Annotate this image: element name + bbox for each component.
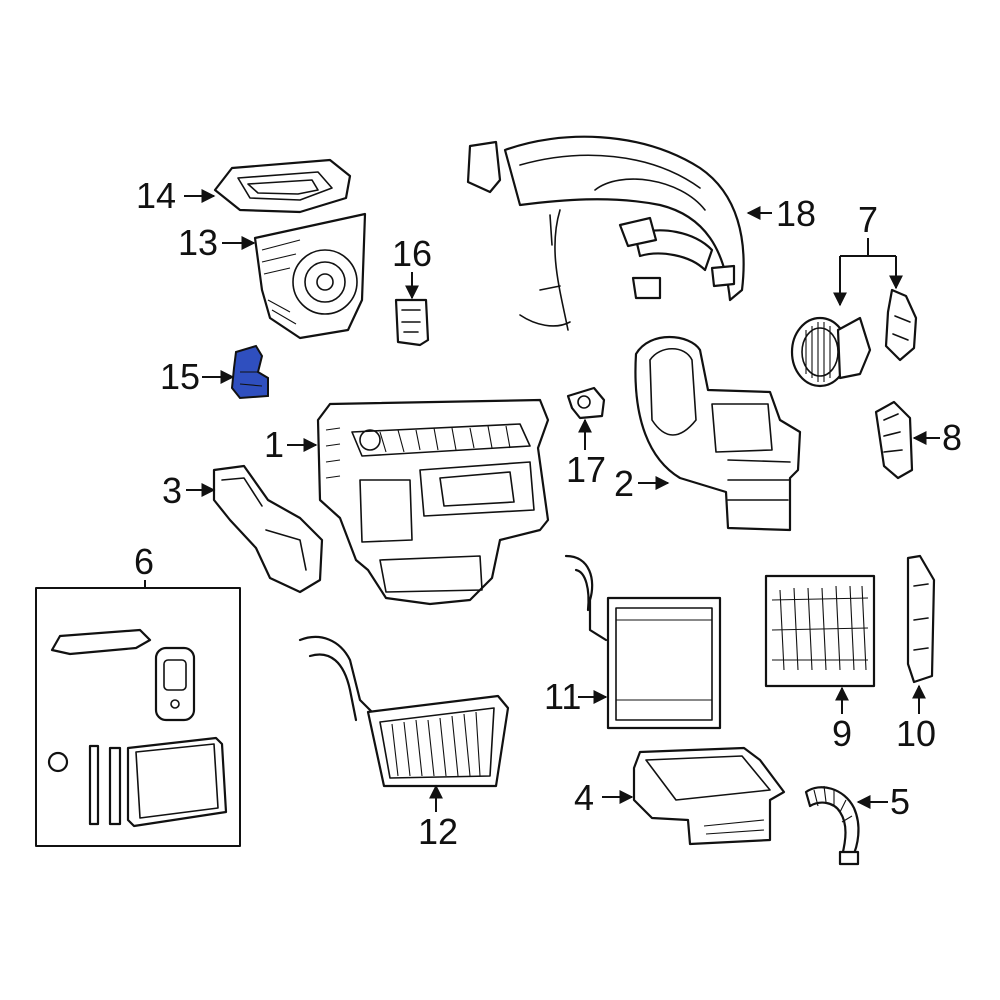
part-3-duct[interactable] <box>212 464 324 594</box>
callout-10[interactable]: 10 <box>896 713 936 754</box>
part-12-heater-core[interactable] <box>298 635 510 788</box>
callout-14[interactable]: 14 <box>136 175 176 216</box>
part-13-blower-housing[interactable] <box>253 212 367 340</box>
part-8-filter-door[interactable] <box>874 400 914 480</box>
part-15-highlighted-actuator[interactable] <box>230 344 269 400</box>
part-4-drain-tray[interactable] <box>632 746 786 846</box>
leader-lines <box>144 189 940 812</box>
callout-9[interactable]: 9 <box>832 713 852 754</box>
callout-11[interactable]: 11 <box>544 676 581 717</box>
callout-4[interactable]: 4 <box>574 777 594 818</box>
part-11-evaporator[interactable] <box>564 554 722 730</box>
callout-16[interactable]: 16 <box>392 233 432 274</box>
callout-5[interactable]: 5 <box>890 781 910 822</box>
callout-6[interactable]: 6 <box>134 541 154 582</box>
part-9-cabin-filter[interactable] <box>764 574 876 688</box>
part-18-harness[interactable] <box>466 135 745 331</box>
callout-8[interactable]: 8 <box>942 417 962 458</box>
callout-2[interactable]: 2 <box>614 463 634 504</box>
part-5-drain-hose[interactable] <box>804 785 860 866</box>
part-14-inlet-seal[interactable] <box>213 158 352 214</box>
part-17-sensor[interactable] <box>566 386 606 420</box>
part-16-actuator[interactable] <box>394 298 430 347</box>
part-10-filter-strip[interactable] <box>906 554 936 684</box>
callout-13[interactable]: 13 <box>178 222 218 263</box>
callout-3[interactable]: 3 <box>162 470 182 511</box>
callout-7[interactable]: 7 <box>858 199 878 240</box>
part-1-hvac-case[interactable] <box>316 398 550 606</box>
part-7-blower-motor[interactable] <box>790 288 918 388</box>
callout-1[interactable]: 1 <box>264 424 284 465</box>
callout-15[interactable]: 15 <box>160 356 200 397</box>
callout-labels: 14 13 16 15 18 7 8 1 17 2 3 6 11 9 10 12… <box>134 175 962 852</box>
part-2-blower-case[interactable] <box>634 335 802 532</box>
callout-12[interactable]: 12 <box>418 811 458 852</box>
callout-17[interactable]: 17 <box>566 449 606 490</box>
part-6-kit-box[interactable] <box>35 587 241 847</box>
callout-18[interactable]: 18 <box>776 193 816 234</box>
